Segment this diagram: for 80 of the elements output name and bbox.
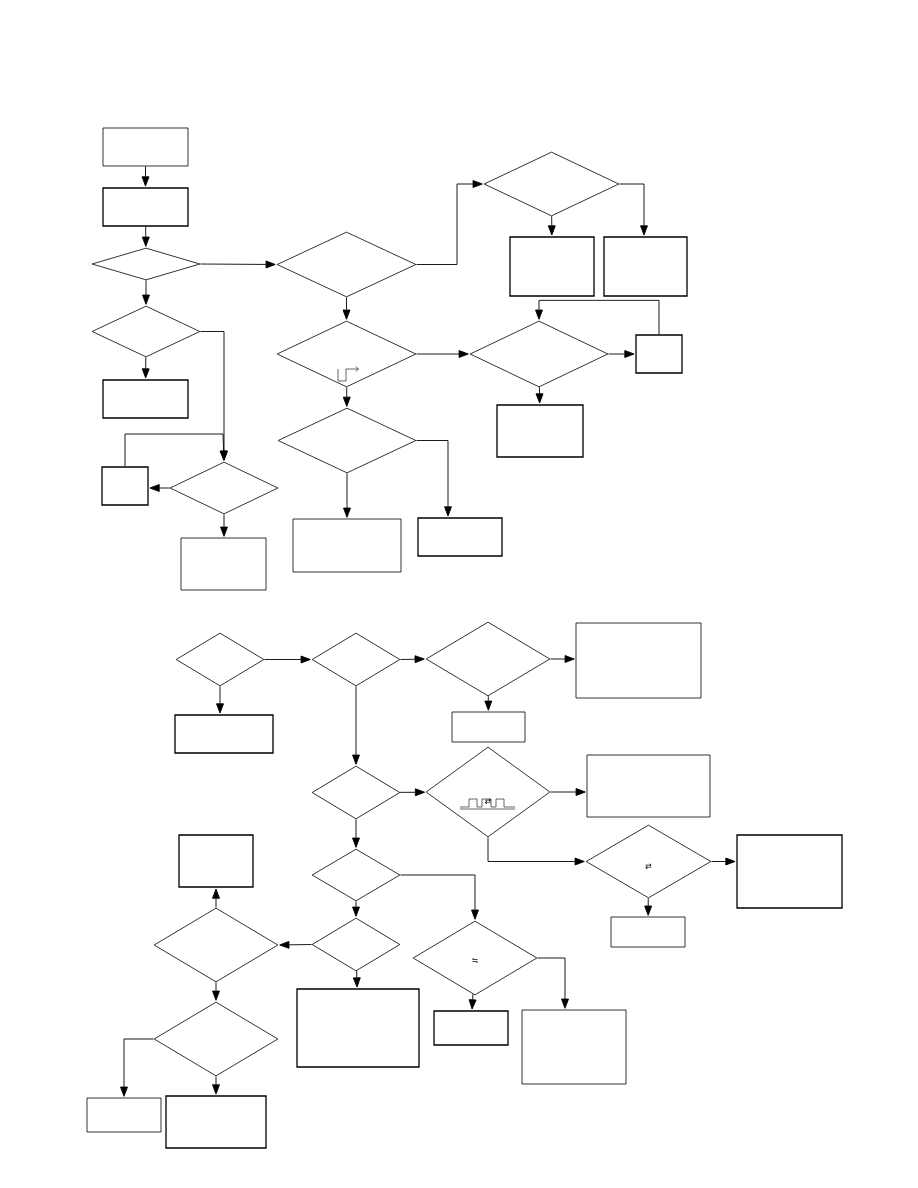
process-box (102, 187, 189, 227)
process-box (736, 834, 843, 909)
arrow (549, 788, 586, 796)
arrow (549, 655, 575, 663)
arrow (644, 897, 653, 916)
decision-diamond (153, 1001, 279, 1077)
decision-diamond (169, 461, 279, 515)
arrow (212, 888, 220, 909)
arrow (141, 356, 150, 379)
arrow (212, 981, 220, 1001)
arrow (216, 685, 224, 714)
arrow (415, 350, 469, 358)
arrow (124, 433, 228, 467)
arrow (212, 1075, 220, 1095)
decision-diamond (311, 917, 401, 972)
arrow (352, 900, 360, 917)
decision-diamond (311, 765, 401, 820)
arrow (352, 685, 360, 765)
decision-diamond (277, 407, 417, 474)
process-box (433, 1010, 509, 1046)
arrow (149, 484, 171, 492)
process-box (180, 537, 267, 591)
process-box (586, 754, 711, 818)
arrow (399, 788, 426, 797)
arrow (142, 279, 150, 305)
decision-diamond (483, 151, 620, 217)
decision-diamond (311, 632, 401, 687)
arrow (141, 226, 150, 247)
process-box (102, 127, 189, 167)
arrow (342, 386, 351, 407)
arrow (343, 472, 351, 518)
arrow (415, 440, 452, 517)
process-box (603, 236, 688, 297)
arrow (536, 957, 569, 1009)
arrow (547, 215, 556, 236)
decision-diamond (153, 907, 279, 983)
decision-diamond (276, 320, 417, 388)
process-box (451, 711, 526, 743)
process-box (521, 1009, 627, 1085)
process-box (509, 236, 595, 297)
arrow (263, 655, 311, 664)
decision-diamond (311, 848, 401, 902)
arrow (535, 299, 660, 335)
decision-diamond (276, 231, 417, 298)
process-box (178, 834, 254, 888)
decision-diamond (425, 621, 551, 697)
arrow (607, 350, 635, 358)
arrow (399, 655, 425, 664)
process-box (165, 1095, 267, 1149)
process-box (86, 1097, 162, 1133)
process-box (102, 379, 189, 419)
arrow (710, 857, 736, 866)
arrow (352, 970, 361, 988)
decision-diamond (175, 632, 265, 687)
arrow (342, 296, 351, 320)
decision-diamond (91, 305, 201, 358)
arrow (484, 695, 493, 711)
arrow (220, 513, 228, 537)
process-box (292, 518, 402, 573)
process-box (575, 622, 702, 699)
process-box (610, 916, 686, 948)
arrow (399, 874, 479, 920)
arrow (352, 818, 360, 848)
arrow (279, 940, 313, 949)
process-box (417, 517, 503, 557)
process-box (496, 404, 584, 458)
arrow (618, 183, 648, 236)
arrow (487, 836, 585, 866)
decision-diamond (91, 247, 201, 281)
process-box (635, 334, 683, 374)
process-box (174, 714, 274, 754)
arrow (120, 1038, 155, 1097)
arrow (199, 260, 276, 269)
process-box (296, 988, 420, 1068)
decision-diamond (469, 320, 609, 388)
process-box (101, 466, 149, 506)
arrow (535, 386, 544, 404)
arrow (141, 165, 150, 187)
arrow (468, 993, 477, 1010)
arrow (415, 180, 483, 265)
